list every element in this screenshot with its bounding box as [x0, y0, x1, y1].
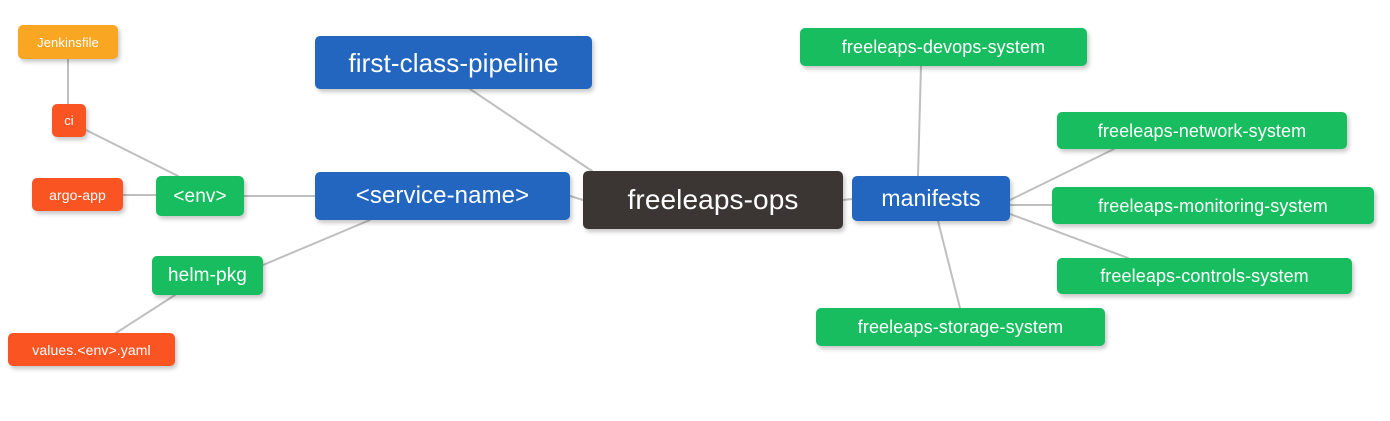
node-network-system[interactable]: freeleaps-network-system [1057, 112, 1347, 149]
node-storage-system[interactable]: freeleaps-storage-system [816, 308, 1105, 346]
node-devops-system[interactable]: freeleaps-devops-system [800, 28, 1087, 66]
edge-service-name-to-helm-pkg [262, 219, 371, 266]
node-manifests[interactable]: manifests [852, 176, 1010, 221]
edge-env-to-ci [85, 129, 179, 177]
edge-freeleaps-ops-to-service-name [569, 195, 584, 201]
node-controls-system[interactable]: freeleaps-controls-system [1057, 258, 1352, 294]
node-env[interactable]: <env> [156, 176, 244, 216]
edge-manifests-to-devops-system [917, 65, 922, 177]
edge-helm-pkg-to-values-yaml [115, 294, 176, 334]
edge-freeleaps-ops-to-first-class-pipeline [469, 88, 593, 172]
edge-freeleaps-ops-to-manifests [842, 198, 853, 201]
node-ci[interactable]: ci [52, 104, 86, 137]
node-service-name[interactable]: <service-name> [315, 172, 570, 220]
node-freeleaps-ops[interactable]: freeleaps-ops [583, 171, 843, 229]
node-monitoring-system[interactable]: freeleaps-monitoring-system [1052, 187, 1374, 224]
node-helm-pkg[interactable]: helm-pkg [152, 256, 263, 295]
node-values-yaml[interactable]: values.<env>.yaml [8, 333, 175, 366]
node-first-class-pipeline[interactable]: first-class-pipeline [315, 36, 592, 89]
node-argo-app[interactable]: argo-app [32, 178, 123, 211]
node-jenkinsfile[interactable]: Jenkinsfile [18, 25, 118, 59]
edge-manifests-to-storage-system [937, 220, 961, 309]
